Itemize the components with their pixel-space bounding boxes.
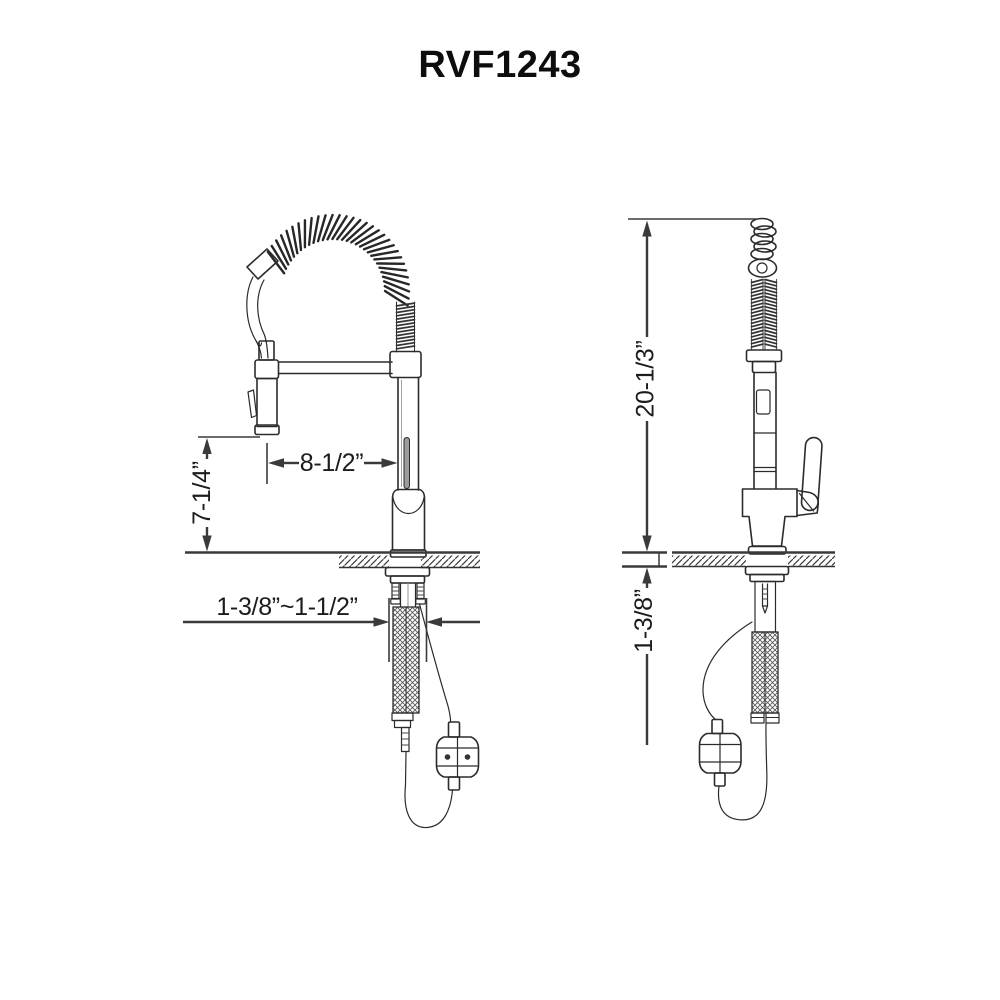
spring-coil-front: [266, 213, 411, 307]
mounting-hardware-front: [384, 566, 431, 608]
dim-spout-reach: 8-1/2”: [300, 449, 364, 477]
pulldown-hose-side: [698, 621, 768, 821]
dim-overall-height: 20-1/3”: [632, 340, 660, 417]
spray-hose-front: [246, 248, 279, 359]
spray-head: [247, 340, 280, 436]
dim-hole-size: 1-3/8”~1-1/2”: [216, 593, 357, 621]
hose-weight-side: [698, 732, 742, 774]
front-view: 7-1/4” 8-1/2” 1-3/8”~1-1/2”: [183, 213, 480, 829]
hose-weight-front: [435, 736, 480, 778]
spout-arm: [277, 350, 422, 379]
pulldown-hose-front: [404, 603, 480, 829]
dim-spout-height: 7-1/4”: [188, 461, 216, 525]
handle-lever: [800, 436, 823, 512]
supply-hoses-side: [750, 631, 780, 724]
spring-wrap-front: [395, 301, 416, 353]
dim-spout-height-group: 7-1/4”: [188, 436, 260, 552]
dim-deck-thickness: 1-3/8”: [630, 589, 658, 653]
faucet-neck-side: [753, 371, 777, 490]
side-view: 20-1/3” 1-3/8”: [622, 217, 835, 821]
countertop-side: [622, 551, 835, 568]
faucet-body-side: [741, 436, 823, 555]
spring-coil-side: [745, 217, 783, 374]
model-number: RVF1243: [418, 44, 582, 86]
dim-overall-height-group: 20-1/3”: [628, 218, 756, 552]
supply-hoses-front: [391, 606, 420, 753]
dim-deck-thickness-group: 1-3/8”: [630, 567, 658, 745]
dim-spout-reach-group: 8-1/2”: [266, 443, 398, 484]
dim-hole-size-group: 1-3/8”~1-1/2”: [183, 593, 480, 662]
countertop-front: [185, 551, 480, 569]
faucet-body-front: [389, 376, 427, 558]
